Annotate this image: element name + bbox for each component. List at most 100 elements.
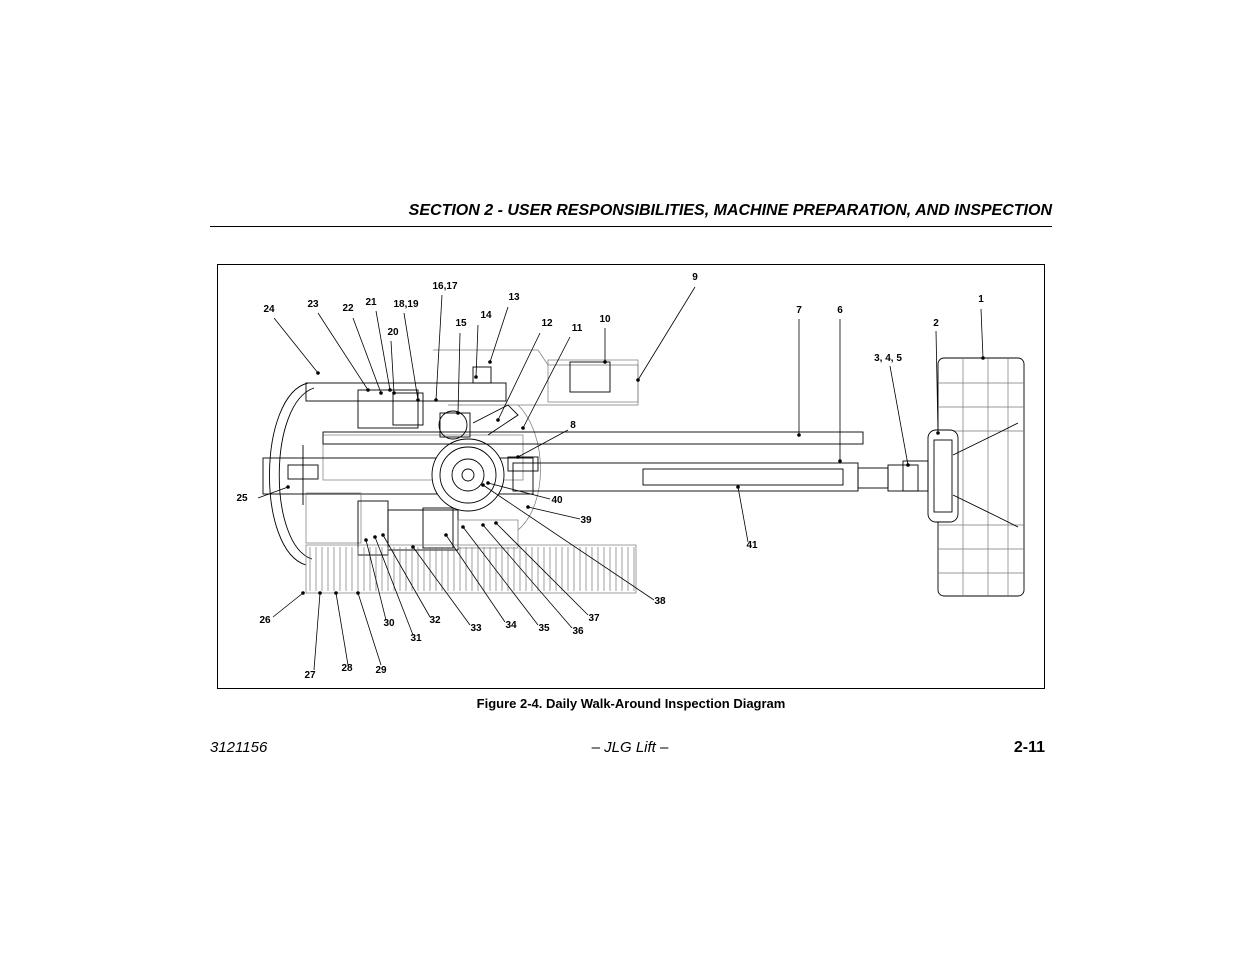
callout-point-40	[486, 481, 490, 485]
callout-point-21	[388, 388, 392, 392]
callout-label-25: 25	[236, 493, 248, 504]
machine-drawing	[262, 349, 1025, 597]
callout-point-7	[797, 433, 801, 437]
header-rule	[210, 226, 1052, 227]
callout-point-27	[318, 591, 322, 595]
callout-label-33: 33	[470, 623, 482, 634]
callout-point-31	[373, 535, 377, 539]
callout-leader-29	[357, 592, 382, 666]
callout-leader-9	[637, 286, 696, 381]
callout-label-6: 6	[837, 305, 843, 316]
callout-leader-27	[313, 592, 321, 671]
callout-point-1	[981, 356, 985, 360]
callout-point-28	[334, 591, 338, 595]
callout-leader-36	[482, 524, 573, 629]
callout-label-14: 14	[480, 310, 492, 321]
callout-point-20	[392, 391, 396, 395]
callout-leader-13	[489, 306, 509, 363]
callout-leader-21	[375, 310, 391, 391]
callout-leader-37	[495, 522, 589, 616]
callout-point-24	[316, 371, 320, 375]
callout-point-36	[481, 523, 485, 527]
callout-point-33	[411, 545, 415, 549]
callout-point-37	[494, 521, 498, 525]
callout-label-20: 20	[387, 327, 399, 338]
callout-label-16-17: 16,17	[432, 281, 457, 292]
callout-label-35: 35	[538, 623, 550, 634]
callout-leader-28	[335, 592, 349, 666]
callout-point-13	[488, 360, 492, 364]
callout-leader-15	[457, 332, 461, 414]
callout-point-30	[364, 538, 368, 542]
callout-point-10	[603, 360, 607, 364]
callout-leader-26	[272, 592, 304, 618]
callout-label-2: 2	[933, 318, 939, 329]
callout-leader-14	[475, 324, 479, 378]
callout-point-9	[636, 378, 640, 382]
callout-label-38: 38	[654, 596, 666, 607]
callout-leader-11	[522, 336, 571, 429]
figure-caption: Figure 2-4. Daily Walk-Around Inspection…	[476, 696, 786, 711]
callout-leader-22	[352, 317, 382, 394]
callout-point-34	[444, 533, 448, 537]
callout-leader-31	[374, 536, 414, 636]
callout-point-6	[838, 459, 842, 463]
callout-leader-2	[935, 330, 939, 434]
callout-label-34: 34	[505, 620, 517, 631]
callout-leader-20	[390, 340, 395, 394]
callout-point-29	[356, 591, 360, 595]
callout-label-41: 41	[746, 540, 758, 551]
callout-label-10: 10	[599, 314, 611, 325]
callout-point-41	[736, 485, 740, 489]
callout-leader-1	[980, 308, 984, 359]
callout-labels: 123, 4, 5678910111213141516,1718,1920212…	[236, 272, 985, 681]
callout-point-8	[516, 455, 520, 459]
callout-leader-16-17	[435, 294, 443, 401]
callout-label-12: 12	[541, 318, 553, 329]
callout-label-40: 40	[551, 495, 563, 506]
callout-label-39: 39	[580, 515, 592, 526]
callout-point-26	[301, 591, 305, 595]
callout-leader-23	[317, 312, 369, 391]
callout-label-29: 29	[375, 665, 387, 676]
section-title: SECTION 2 - USER RESPONSIBILITIES, MACHI…	[408, 202, 1052, 219]
callout-label-21: 21	[365, 297, 377, 308]
callout-label-24: 24	[263, 304, 275, 315]
callout-point-3-4-5	[906, 463, 910, 467]
callout-leader-32	[382, 534, 431, 618]
callout-label-37: 37	[588, 613, 600, 624]
callout-label-13: 13	[508, 292, 520, 303]
callout-leader-35	[462, 526, 539, 626]
callout-label-26: 26	[259, 615, 271, 626]
callout-label-1: 1	[978, 294, 984, 305]
callout-leader-41	[737, 486, 749, 543]
callout-label-36: 36	[572, 626, 584, 637]
callout-leader-8	[517, 429, 569, 458]
callout-point-2	[936, 431, 940, 435]
callout-leader-38	[482, 484, 655, 601]
callout-label-18-19: 18,19	[393, 299, 418, 310]
callout-point-14	[474, 375, 478, 379]
callout-label-15: 15	[455, 318, 467, 329]
callout-point-39	[526, 505, 530, 509]
callout-point-35	[461, 525, 465, 529]
callout-point-18-19	[416, 398, 420, 402]
callout-label-11: 11	[572, 323, 583, 334]
callout-leader-25	[257, 486, 289, 499]
callout-point-23	[366, 388, 370, 392]
callout-point-11	[521, 426, 525, 430]
callout-label-28: 28	[341, 663, 353, 674]
document-number: 3121156	[210, 739, 268, 756]
callout-point-38	[481, 483, 485, 487]
callout-label-30: 30	[383, 618, 395, 629]
callout-point-16-17	[434, 398, 438, 402]
footer-brand: – JLG Lift –	[591, 739, 669, 756]
callout-point-25	[286, 485, 290, 489]
callout-leader-39	[527, 506, 581, 520]
callout-label-8: 8	[570, 420, 576, 431]
callout-leader-34	[445, 534, 506, 623]
callout-label-7: 7	[796, 305, 802, 316]
callout-leader-33	[412, 546, 471, 626]
callout-leader-3-4-5	[889, 365, 909, 466]
